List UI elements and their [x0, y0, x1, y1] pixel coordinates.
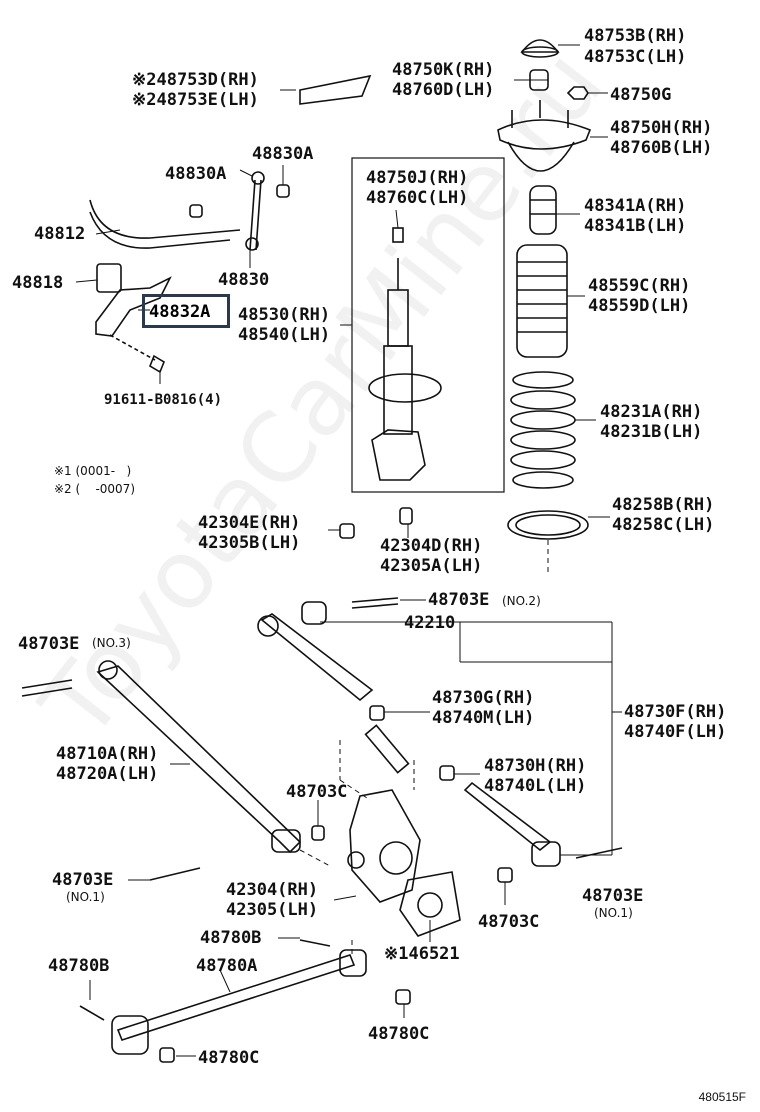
note-1: ※1 (0001- )	[54, 464, 132, 478]
label-48559C[interactable]: 48559C(RH)	[588, 276, 691, 296]
selected-part-highlight[interactable]: 48832A	[142, 294, 230, 328]
label-48780A[interactable]: 48780A	[196, 956, 258, 976]
label-48703E-no3[interactable]: 48703E	[18, 634, 80, 654]
label-48832A[interactable]: 48832A	[149, 302, 211, 322]
label-48710A[interactable]: 48710A(RH)	[56, 744, 159, 764]
label-48258C[interactable]: 48258C(LH)	[612, 515, 715, 535]
diagram-code: 480515F	[698, 1090, 746, 1104]
label-48740M[interactable]: 48740M(LH)	[432, 708, 535, 728]
label-48753D[interactable]: ※248753D(RH)	[132, 70, 259, 90]
label-48780C[interactable]: 48780C	[198, 1048, 260, 1068]
label-48703C-upper[interactable]: 48703C	[286, 782, 348, 802]
label-42210[interactable]: 42210	[404, 613, 456, 633]
note-2: ※2 ( -0007)	[54, 482, 135, 496]
label-48341B[interactable]: 48341B(LH)	[584, 216, 687, 236]
label-48559D[interactable]: 48559D(LH)	[588, 296, 691, 316]
label-48830[interactable]: 48830	[218, 270, 270, 290]
note-no3: (NO.3)	[92, 636, 131, 650]
label-48818[interactable]: 48818	[12, 273, 64, 293]
label-42304[interactable]: 42304(RH)	[226, 880, 319, 900]
label-48750H[interactable]: 48750H(RH)	[610, 118, 713, 138]
label-42305A[interactable]: 42305A(LH)	[380, 556, 483, 576]
label-48258B[interactable]: 48258B(RH)	[612, 495, 715, 515]
label-48341A[interactable]: 48341A(RH)	[584, 196, 687, 216]
label-48780B[interactable]: 48780B	[48, 956, 110, 976]
label-48760B[interactable]: 48760B(LH)	[610, 138, 713, 158]
label-48530[interactable]: 48530(RH)	[238, 305, 331, 325]
label-48753B[interactable]: 48753B(RH)	[584, 26, 687, 46]
label-48750K[interactable]: 48750K(RH)	[392, 60, 495, 80]
label-48703E-no1-left[interactable]: 48703E	[52, 870, 114, 890]
label-48750J[interactable]: 48750J(RH)	[366, 168, 469, 188]
label-48703C-lower[interactable]: 48703C	[478, 912, 540, 932]
label-42304E[interactable]: 42304E(RH)	[198, 513, 301, 533]
label-42305[interactable]: 42305(LH)	[226, 900, 319, 920]
label-48812[interactable]: 48812	[34, 224, 86, 244]
label-42304D[interactable]: 42304D(RH)	[380, 536, 483, 556]
note-no1-left: (NO.1)	[66, 890, 105, 904]
label-48231A[interactable]: 48231A(RH)	[600, 402, 703, 422]
label-48780B-upper[interactable]: 48780B	[200, 928, 262, 948]
label-48740L[interactable]: 48740L(LH)	[484, 776, 587, 796]
label-48830A[interactable]: 48830A	[165, 164, 227, 184]
label-48753C[interactable]: 48753C(LH)	[584, 47, 687, 67]
note-no2: (NO.2)	[502, 594, 541, 608]
label-46521[interactable]: ※146521	[384, 944, 460, 964]
label-48830A-top[interactable]: 48830A	[252, 144, 314, 164]
label-48720A[interactable]: 48720A(LH)	[56, 764, 159, 784]
label-48730F[interactable]: 48730F(RH)	[624, 702, 727, 722]
label-48703E-no2[interactable]: 48703E	[428, 590, 490, 610]
label-48753E[interactable]: ※248753E(LH)	[132, 90, 259, 110]
label-48740F[interactable]: 48740F(LH)	[624, 722, 727, 742]
label-48540[interactable]: 48540(LH)	[238, 325, 331, 345]
label-48730G[interactable]: 48730G(RH)	[432, 688, 535, 708]
label-91611[interactable]: 91611-B0816(4)	[104, 392, 223, 408]
label-48760D[interactable]: 48760D(LH)	[392, 80, 495, 100]
label-48730H[interactable]: 48730H(RH)	[484, 756, 587, 776]
label-42305B[interactable]: 42305B(LH)	[198, 533, 301, 553]
label-48703E-no1-right[interactable]: 48703E	[582, 886, 644, 906]
label-48750G[interactable]: 48750G	[610, 85, 672, 105]
label-48760C[interactable]: 48760C(LH)	[366, 188, 469, 208]
label-48780C-right[interactable]: 48780C	[368, 1024, 430, 1044]
note-no1-right: (NO.1)	[594, 906, 633, 920]
label-48231B[interactable]: 48231B(LH)	[600, 422, 703, 442]
